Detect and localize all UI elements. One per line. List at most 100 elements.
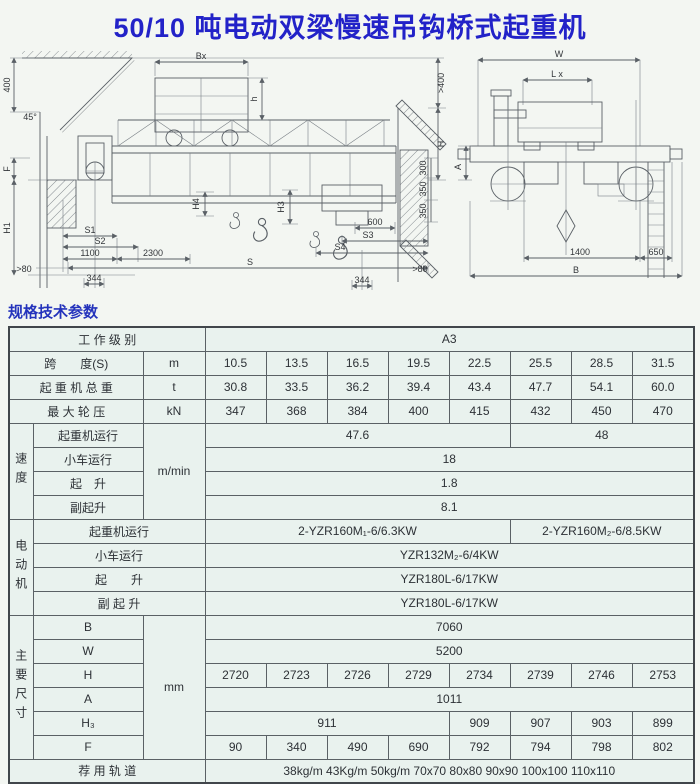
table-cell: 400 <box>387 398 450 424</box>
dimension-label: 45° <box>23 112 37 122</box>
table-cell: 450 <box>570 398 633 424</box>
ladder <box>647 162 665 278</box>
table-cell: W <box>32 638 144 664</box>
trolley-end-view <box>517 101 603 143</box>
table-row: 起 升 1.8 <box>9 470 695 496</box>
table-cell: 起 升 <box>32 470 144 496</box>
table-cell: 2753 <box>631 662 695 688</box>
table-cell: 小车运行 <box>32 542 206 568</box>
table-cell: 2720 <box>204 662 267 688</box>
dimension-label: >80 <box>16 264 31 274</box>
table-cell: 415 <box>448 398 511 424</box>
table-cell: 38kg/m 43Kg/m 50kg/m 70x70 80x80 90x90 1… <box>204 758 695 784</box>
table-cell: 起重机运行 <box>32 422 144 448</box>
trolley <box>154 77 249 133</box>
table-cell: 43.4 <box>448 374 511 400</box>
table-row: W 5200 <box>9 638 695 664</box>
dimension-label: 344 <box>354 275 369 285</box>
table-cell: 60.0 <box>631 374 695 400</box>
table-cell: 907 <box>509 710 572 736</box>
table-cell: 2739 <box>509 662 572 688</box>
table-cell: 10.5 <box>204 350 267 376</box>
section-heading: 规格技术参数 <box>8 304 99 321</box>
table-cell: 荐 用 轨 道 <box>8 758 206 784</box>
table-cell: 2723 <box>265 662 328 688</box>
dimension-label: 300 <box>418 160 428 175</box>
table-cell: 690 <box>387 734 450 760</box>
table-cell: 最 大 轮 压 <box>8 398 144 424</box>
table-cell: 16.5 <box>326 350 389 376</box>
dimension-label: 350 <box>418 181 428 196</box>
table-cell: 2726 <box>326 662 389 688</box>
dimension-label: H <box>436 141 446 148</box>
table-cell: 47.7 <box>509 374 572 400</box>
table-cell: 54.1 <box>570 374 633 400</box>
aux-hook <box>229 212 241 229</box>
table-cell: 副 起 升 <box>32 590 206 616</box>
table-cell: 903 <box>570 710 633 736</box>
dimension-label: F <box>2 166 12 172</box>
table-cell: 1011 <box>204 686 695 712</box>
table-cell: m <box>142 350 206 376</box>
end-carriage <box>469 145 671 163</box>
building-column <box>39 112 48 288</box>
dimension-label: 650 <box>648 247 663 257</box>
truss-bracing <box>117 119 385 147</box>
slope-hatch <box>60 58 138 136</box>
main-hook <box>252 217 268 242</box>
dimension-label: 1400 <box>570 247 590 257</box>
table-cell: F <box>32 734 144 760</box>
table-cell: 副起升 <box>32 494 144 520</box>
table-row: 副起升 8.1 <box>9 494 695 520</box>
table-cell: 470 <box>631 398 695 424</box>
dimension-label: L x <box>551 69 563 79</box>
table-cell: YZR180L-6/17KW <box>204 590 695 616</box>
table-cell: 跨 度(S) <box>8 350 144 376</box>
trolley-wheel <box>221 129 239 147</box>
table-cell: 19.5 <box>387 350 450 376</box>
table-cell: 347 <box>204 398 267 424</box>
dimension-label: S1 <box>84 225 95 235</box>
table-cell: 工 作 级 别 <box>8 326 206 352</box>
table-cell: 2729 <box>387 662 450 688</box>
hook-end-view <box>556 209 576 243</box>
hoist-frame <box>321 184 383 212</box>
buffer <box>669 148 683 160</box>
table-cell: 802 <box>631 734 695 760</box>
table-cell: 5200 <box>204 638 695 664</box>
table-cell: 起 重 机 总 重 <box>8 374 144 400</box>
table-cell: 368 <box>265 398 328 424</box>
table-cell: 起 升 <box>32 566 206 592</box>
table-cell: 28.5 <box>570 350 633 376</box>
dimension-label: S <box>247 257 253 267</box>
table-cell: 1.8 <box>204 470 695 496</box>
table-cell: 792 <box>448 734 511 760</box>
table-cell: 798 <box>570 734 633 760</box>
bridge-girder <box>111 145 397 204</box>
table-cell: 2746 <box>570 662 633 688</box>
dimension-label: 2300 <box>143 248 163 258</box>
table-cell: mm <box>142 614 206 760</box>
dimension-label: S4 <box>334 242 345 252</box>
dimension-label: 600 <box>367 217 382 227</box>
table-cell: 8.1 <box>204 494 695 520</box>
dimension-label: >400 <box>436 73 446 93</box>
table-cell: B <box>32 614 144 640</box>
table-cell: 18 <box>204 446 695 472</box>
table-cell: H₃ <box>32 710 144 736</box>
buffer <box>457 148 471 160</box>
dimension-label: >80 <box>412 264 427 274</box>
